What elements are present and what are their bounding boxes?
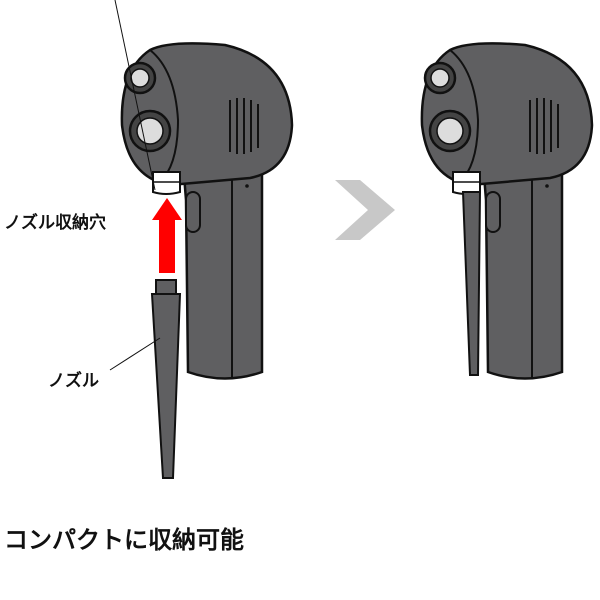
caption: コンパクトに収納可能 (4, 526, 244, 554)
device-after (420, 42, 594, 380)
device-before (120, 42, 294, 380)
nozzle-label: ノズル (48, 371, 99, 391)
nozzle-detached (150, 279, 182, 479)
gray-right-arrow (335, 180, 395, 240)
red-up-arrow (152, 198, 182, 273)
leader-line-hole (114, 0, 156, 191)
leader-line-nozzle (109, 337, 161, 371)
nozzle-hole-label: ノズル収納穴 (4, 213, 106, 233)
